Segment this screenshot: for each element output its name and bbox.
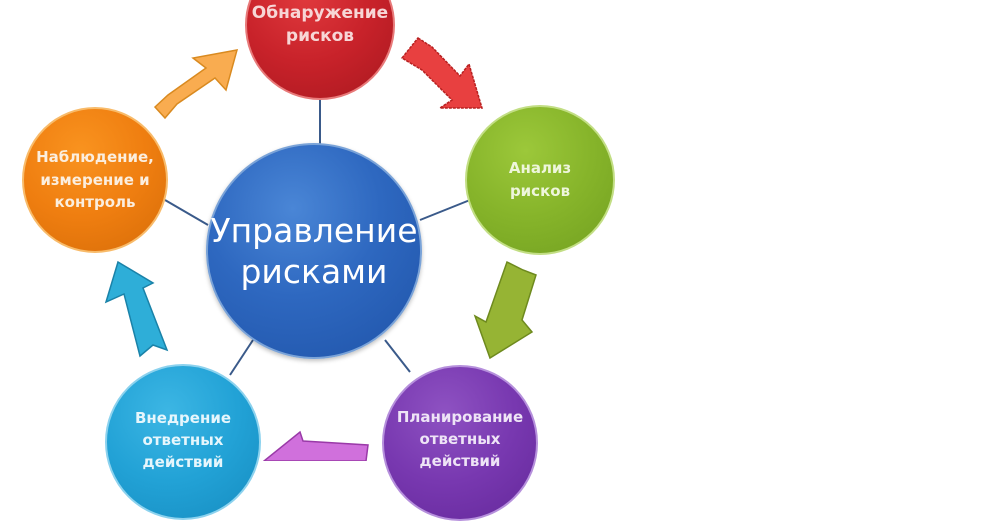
node-monitoring-control: Наблюдение, измерение и контроль — [22, 107, 168, 253]
node-label: Обнаружение рисков — [251, 3, 389, 46]
connector-planning — [384, 339, 411, 373]
arrow-analysis-to-planning — [473, 260, 537, 360]
connector-analysis — [419, 199, 471, 221]
node-response-implementation: Внедрение ответных действий — [105, 364, 261, 520]
diagram-canvas — [104, 37, 537, 461]
node-response-planning: Планирование ответных действий — [382, 365, 538, 521]
node-risk-analysis: Анализ рисков — [465, 105, 615, 255]
node-risk-management-center: Управление рисками — [206, 143, 422, 359]
node-label: Наблюдение, измерение и контроль — [36, 148, 154, 212]
connector-implementation — [229, 339, 254, 376]
arrow-implementation-to-monitoring — [104, 260, 169, 358]
arrow-planning-to-implementation — [262, 430, 369, 461]
center-label: Управление рисками — [210, 210, 418, 291]
node-label: Анализ рисков — [508, 158, 572, 200]
connector-lines — [164, 98, 471, 376]
arrow-identification-to-analysis — [400, 37, 484, 109]
node-label: Планирование ответных действий — [396, 408, 524, 470]
connector-monitoring — [164, 199, 209, 226]
arrow-monitoring-to-identification — [153, 49, 239, 120]
node-label: Внедрение ответных действий — [134, 409, 232, 471]
